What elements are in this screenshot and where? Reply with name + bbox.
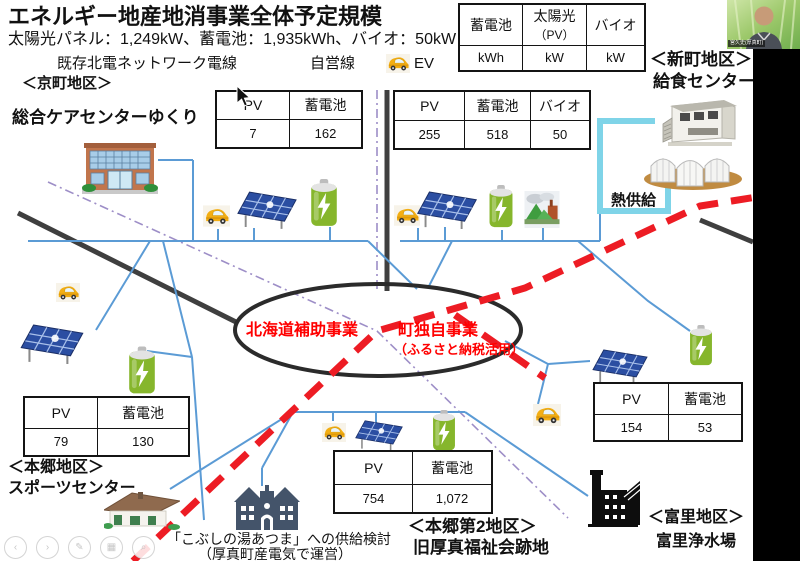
- zone-label-town-project: 町独自事業: [398, 322, 479, 339]
- district-label-shinmachi: ＜新町地区＞: [650, 50, 752, 69]
- ev-car-icon: [56, 281, 80, 304]
- facility-label-josuijo: 富里浄水場: [656, 533, 737, 550]
- district-label-hongo: ＜本郷地区＞: [8, 459, 105, 476]
- battery-icon: [686, 325, 716, 367]
- care-center-building: [82, 140, 158, 196]
- video-panel-background: [753, 49, 800, 561]
- sports-center-building: [104, 490, 180, 530]
- annotate-pen-button[interactable]: ✎: [68, 536, 91, 559]
- kobushi-supply-note-line1: 「こぶしの湯あつま」への供給検討: [167, 531, 391, 547]
- battery-icon: [430, 410, 458, 452]
- facility-label-sports-center: スポーツセンター: [8, 480, 136, 497]
- greenhouse-farm: [643, 146, 743, 192]
- ev-car-icon: [203, 203, 230, 229]
- district-label-kyomachi: ＜京町地区＞: [22, 75, 113, 92]
- webcam-video-tile[interactable]: 宮久史(厚真町): [727, 0, 800, 49]
- red-boundary-line: [130, 193, 758, 561]
- legend-ev-car-icon: [386, 54, 410, 73]
- solar-panel-icon: [236, 191, 298, 230]
- ev-car-icon: [322, 420, 346, 445]
- heat-supply-pipe: [597, 118, 671, 214]
- kitchen-center-building: [658, 96, 742, 150]
- solar-panel-icon: [586, 349, 654, 385]
- project-zone-ellipse: [233, 282, 523, 378]
- district-label-tomisato: ＜富里地区＞: [648, 509, 745, 526]
- kobushi-onsen-building: [234, 484, 300, 532]
- participant-name-tag: 宮久史(厚真町): [728, 40, 766, 47]
- legend-private-line-label: 自営線: [310, 55, 356, 72]
- legend-ev-label: EV: [414, 55, 435, 72]
- existing-grid-line: [16, 90, 754, 325]
- mouse-cursor: [236, 86, 250, 107]
- solar-panel-icon: [354, 420, 404, 451]
- battery-icon: [308, 179, 340, 228]
- heat-supply-label: 熱供給: [611, 192, 657, 210]
- facility-label-fukushikai: 旧厚真福祉会跡地: [413, 538, 549, 557]
- unit-pv-sub: （PV）: [534, 28, 575, 43]
- capacity-subtitle: 太陽光パネル：1,249kW、蓄電池：1,935kWh、バイオ：50kW: [8, 31, 457, 48]
- water-plant-building: [584, 468, 642, 528]
- slide-grid-button[interactable]: ▦: [100, 536, 123, 559]
- zone-label-furusato-tax: （ふるさと納税活用）: [394, 342, 525, 357]
- presentation-controls: ‹ › ✎ ▦ ⌕: [4, 536, 155, 559]
- battery-icon: [486, 185, 516, 229]
- zone-label-hokkaido-subsidy: 北海道補助事業: [246, 322, 359, 339]
- unit-pv-header: 太陽光: [533, 8, 576, 25]
- kobushi-supply-note-line2: （厚真町産電気で運営）: [198, 546, 352, 561]
- biomass-icon: [524, 191, 560, 228]
- facility-label-care-center: 総合ケアセンターゆくり: [12, 108, 199, 127]
- solar-panel-icon: [16, 324, 88, 365]
- prev-slide-button[interactable]: ‹: [4, 536, 27, 559]
- solar-panel-icon: [415, 191, 479, 230]
- page-title: エネルギー地産地消事業全体予定規模: [8, 4, 383, 29]
- battery-icon: [126, 346, 158, 396]
- unit-reference-table: 蓄電池 太陽光（PV） バイオ kWh kW kW: [458, 3, 646, 72]
- legend-existing-line-label: 既存北電ネットワーク電線: [57, 55, 238, 72]
- zoom-button[interactable]: ⌕: [132, 536, 155, 559]
- ev-car-icon: [533, 402, 561, 428]
- planned-line: [47, 90, 569, 519]
- district-label-hongo2: ＜本郷第2地区＞: [408, 517, 537, 536]
- facility-label-kyushoku-center: 給食センター: [653, 72, 755, 91]
- next-slide-button[interactable]: ›: [36, 536, 59, 559]
